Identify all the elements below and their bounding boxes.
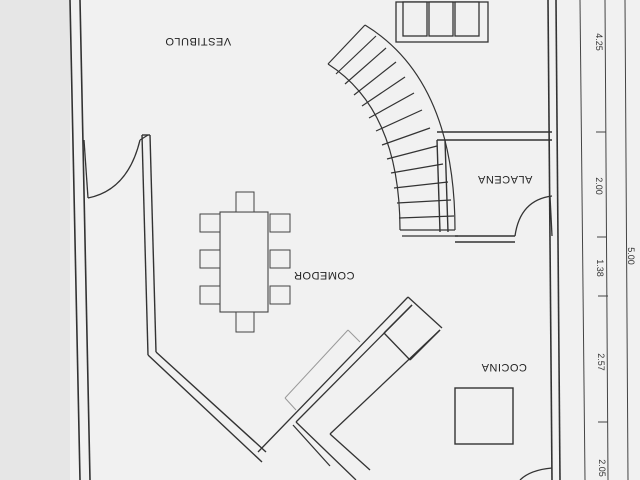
kitchen-door bbox=[519, 467, 553, 480]
curved-staircase bbox=[327, 24, 458, 237]
kitchen-counter bbox=[257, 296, 443, 480]
dimension-label-2-57: 2.57 bbox=[596, 353, 606, 371]
right-exterior-wall bbox=[547, 0, 561, 480]
comedor-left-wall bbox=[141, 134, 157, 356]
alacena-walls bbox=[436, 139, 515, 243]
dimension-label-2-00: 2.00 bbox=[594, 177, 604, 195]
dimension-label-1-38: 1.38 bbox=[595, 259, 605, 277]
upper-right-room-wall bbox=[437, 131, 552, 141]
left-exterior-wall bbox=[69, 0, 91, 480]
entrance-door bbox=[83, 134, 149, 199]
room-label-comedor: COMEDOR bbox=[294, 269, 355, 281]
dimension-label-total: 5.00 bbox=[626, 247, 636, 265]
room-label-vestibulo: VESTIBULO bbox=[165, 35, 231, 47]
diagonal-wall bbox=[147, 351, 267, 463]
room-label-alacena: ALACENA bbox=[477, 173, 532, 185]
left-margin-shade bbox=[0, 0, 70, 480]
dining-chairs bbox=[199, 191, 291, 333]
sofa bbox=[395, 1, 489, 43]
room-label-cocina: COCINA bbox=[481, 361, 527, 373]
dimension-label-4-25: 4.25 bbox=[594, 33, 604, 51]
alacena-door bbox=[514, 195, 553, 237]
stove bbox=[454, 387, 514, 445]
dimension-label-2-05: 2.05 bbox=[597, 459, 607, 477]
dining-table bbox=[219, 211, 269, 313]
dimension-lines bbox=[579, 0, 629, 480]
breakfast-bar bbox=[284, 329, 361, 411]
